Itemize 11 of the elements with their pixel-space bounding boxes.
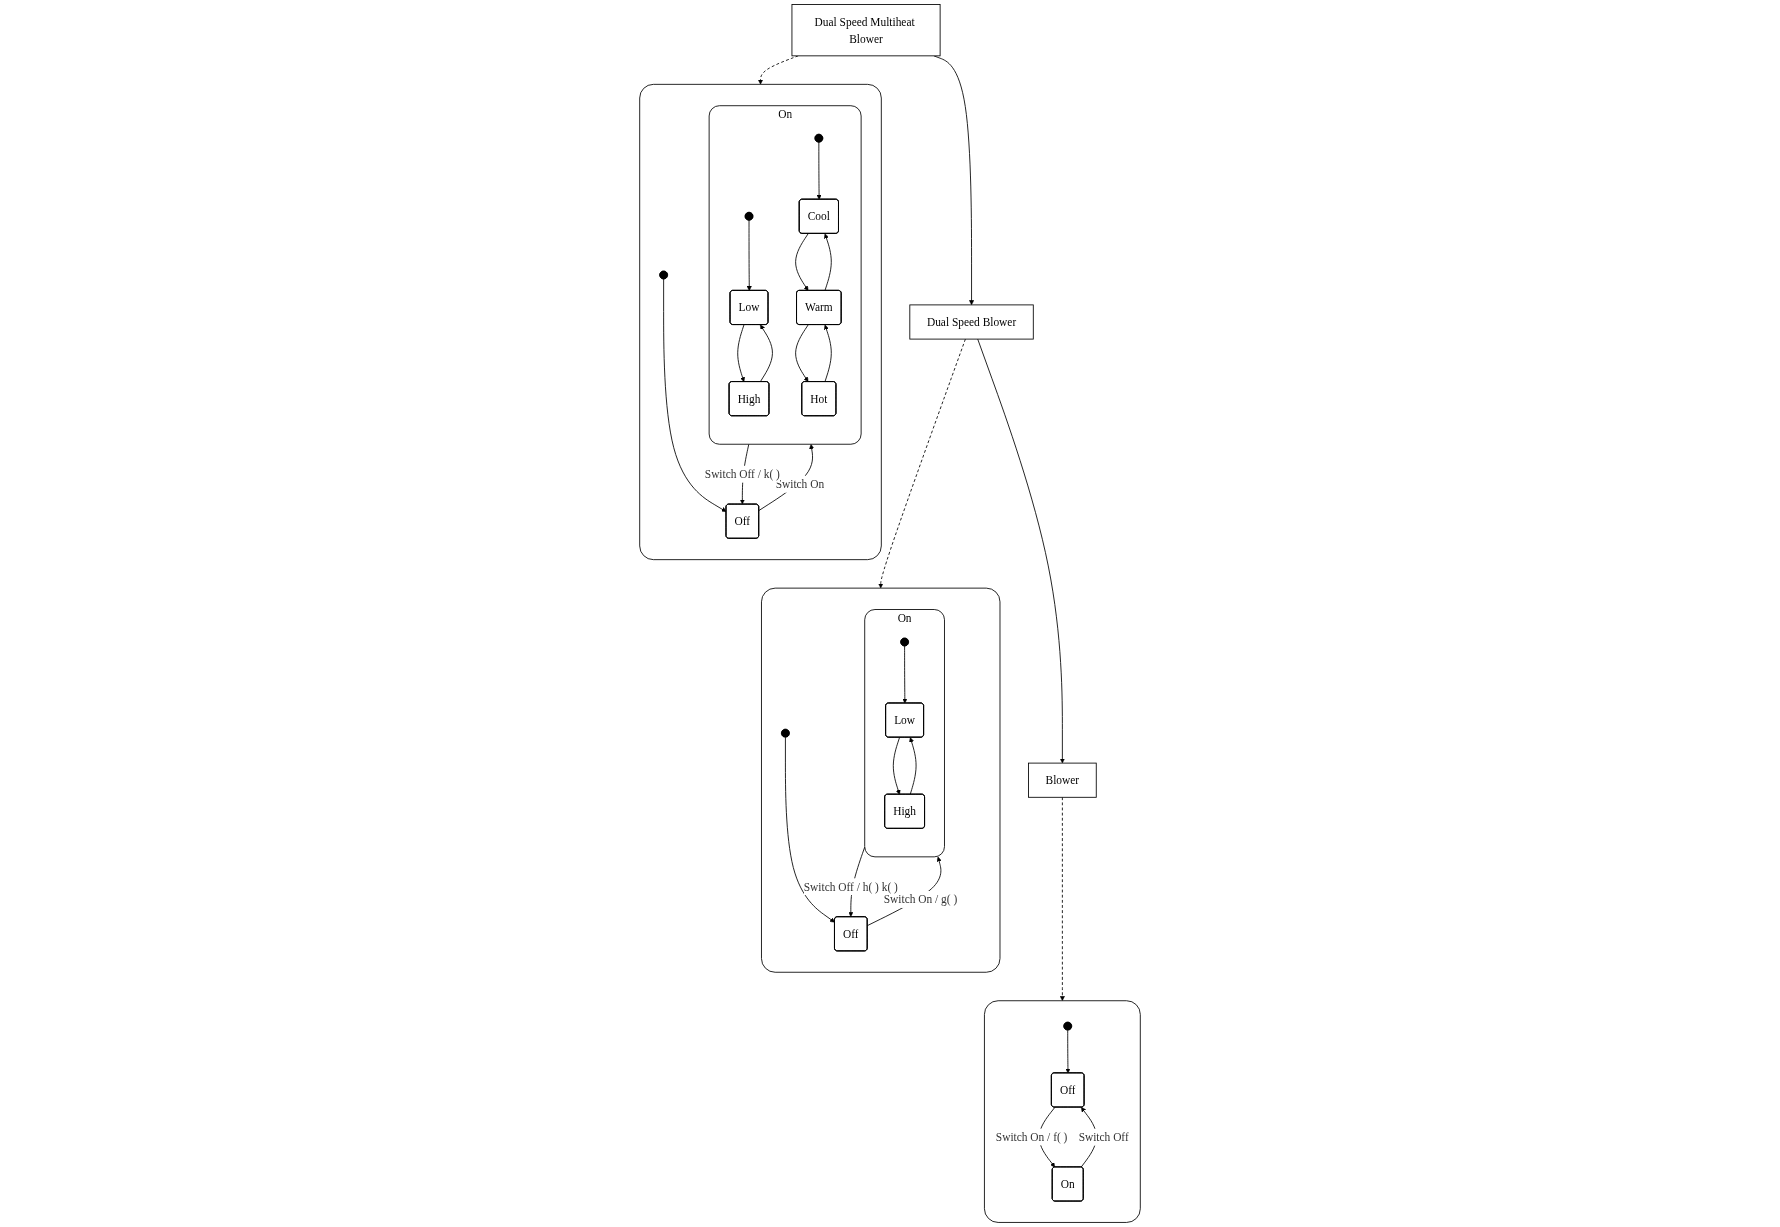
edge-label: Switch Off / h( ) k( ) <box>803 880 898 894</box>
edge-label: Switch On / g( ) <box>883 893 958 906</box>
cluster <box>639 83 882 561</box>
cluster <box>761 587 1001 973</box>
node-box: Dual Speed Multiheat Blower <box>791 4 941 57</box>
node-box: Blower <box>1028 762 1097 798</box>
edge-label: Switch On / f( ) <box>995 1130 1068 1144</box>
edge-label: Switch Off / k( ) <box>704 467 780 481</box>
node-box: Dual Speed Blower <box>909 304 1034 340</box>
edge-label: Switch Off <box>1078 1130 1129 1144</box>
cluster <box>984 1000 1141 1223</box>
